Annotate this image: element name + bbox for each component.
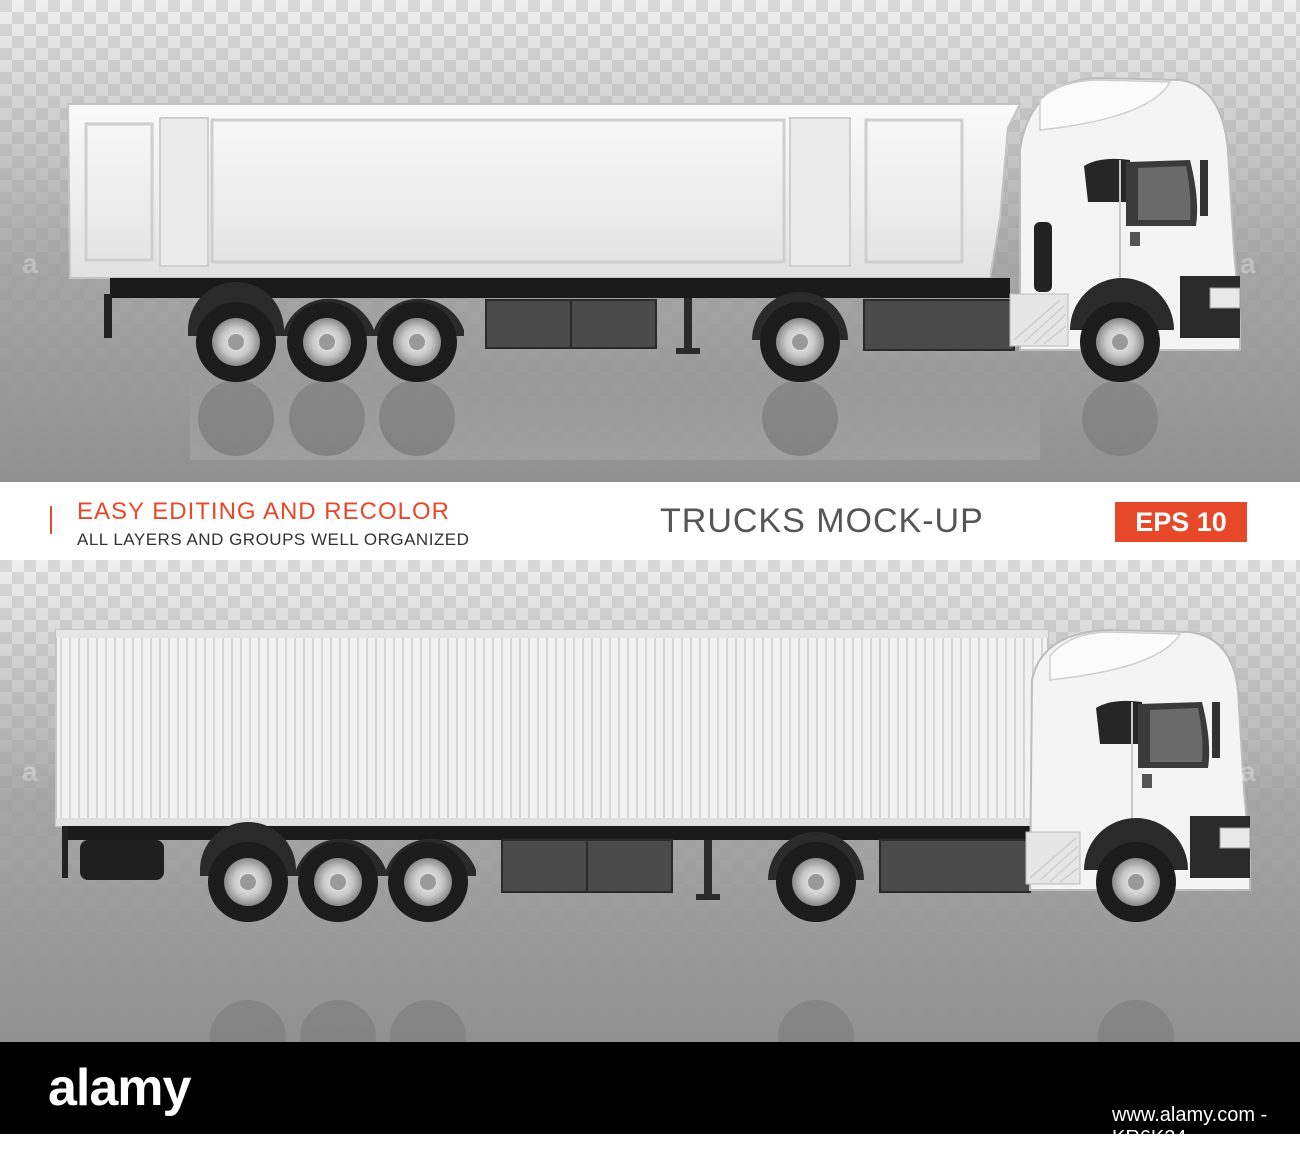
trailer-chassis [110, 278, 1010, 298]
cab-wheels [776, 842, 1176, 922]
alamy-logo: alamy [48, 1059, 191, 1117]
trailer-wheels [196, 302, 457, 382]
dump-truck-illustration [0, 0, 1300, 482]
bottom-scene-container-truck: a a [0, 560, 1300, 1042]
image-id: www.alamy.com - KR6K24 [1112, 1104, 1268, 1149]
info-banner: EASY EDITING AND RECOLOR ALL LAYERS AND … [0, 482, 1300, 560]
watermark-left: a [22, 756, 39, 787]
sub-tagline: ALL LAYERS AND GROUPS WELL ORGANIZED [77, 530, 470, 549]
watermark-right: a [1240, 756, 1257, 787]
top-scene-dump-truck: a a [0, 0, 1300, 482]
cab-wheels [760, 302, 1160, 382]
accent-bar [50, 506, 52, 534]
container-truck-illustration [0, 560, 1300, 1042]
trailer-chassis [62, 826, 1032, 840]
tagline: EASY EDITING AND RECOLOR [77, 498, 450, 525]
watermark-left: a [22, 248, 39, 279]
trailer-wheels [208, 842, 468, 922]
stock-footer: alamy www.alamy.com - KR6K24 [0, 1042, 1300, 1149]
watermark-right: a [1240, 248, 1257, 279]
banner-title: TRUCKS MOCK-UP [660, 502, 984, 540]
dump-body [66, 103, 1022, 279]
eps-badge: EPS 10 [1115, 502, 1247, 542]
cargo-container [55, 629, 1049, 827]
